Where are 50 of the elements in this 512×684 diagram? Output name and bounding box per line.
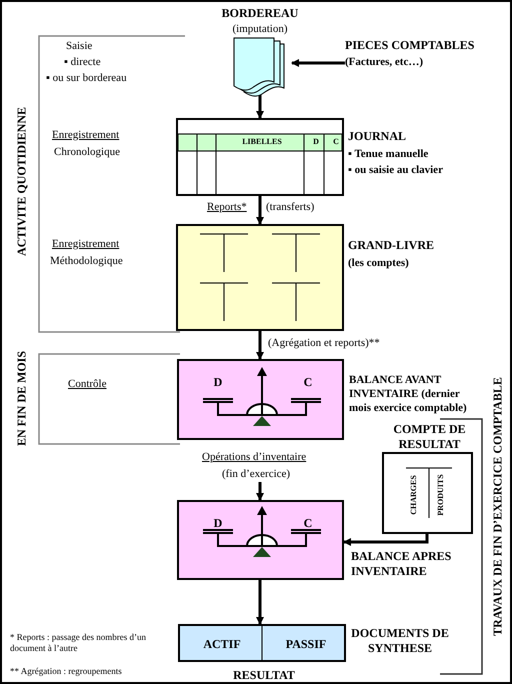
arrow [256, 331, 264, 360]
flow-note: Reports* [207, 201, 248, 215]
node-heading: BALANCE AVANT INVENTAIRE (dernier mois exercice comptable) [349, 374, 468, 416]
node-heading: PIECES COMPTABLES [345, 38, 475, 53]
bullet-text: ▪ Tenue manuelle [348, 148, 430, 162]
node-text: PASSIF [284, 637, 328, 652]
step-label: Chronologique [54, 146, 121, 160]
bullet-text: ▪ ou saisie au clavier [348, 164, 444, 178]
node-heading: (fin d’exercice) [222, 468, 292, 482]
section-label: TRAVAUX DE FIN D’EXERCICE COMPTABLE [490, 376, 506, 638]
arrow [256, 196, 264, 225]
node-heading: (les comptes) [348, 257, 410, 271]
footnote-text: ** Agrégation : regroupements [10, 666, 123, 678]
arrow [256, 580, 264, 625]
node-text: C [302, 516, 314, 531]
node-heading: JOURNAL [348, 129, 408, 144]
node-text: D [212, 375, 224, 390]
node-text: ACTIF [202, 637, 242, 652]
node-heading: GRAND-LIVRE [348, 238, 436, 253]
arrow [291, 59, 345, 67]
node-heading: BALANCE APRES INVENTAIRE [351, 549, 452, 579]
flow-note: (Agrégation et reports)** [268, 337, 381, 351]
column-header: C [332, 137, 340, 147]
node-text: D [212, 516, 224, 531]
flow-note: (transferts) [266, 201, 316, 215]
arrow [256, 482, 264, 501]
step-label: Méthodologique [50, 255, 124, 269]
bullet-text: ▪ directe [64, 56, 102, 70]
node-heading: RESULTAT [232, 668, 296, 683]
node-heading: DOCUMENTS DE SYNTHESE [350, 626, 450, 656]
arrow [343, 534, 428, 546]
arrow [256, 94, 264, 119]
bullet-text: ▪ ou sur bordereau [46, 72, 128, 86]
node-heading: PRODUITS [436, 473, 446, 518]
node-heading: BORDEREAU [220, 6, 300, 21]
section-label: ACTIVITE QUOTIDIENNE [14, 106, 30, 258]
column-header: LIBELLES [241, 137, 283, 147]
step-label: Enregistrement [52, 238, 120, 252]
node-heading: (imputation) [232, 23, 288, 37]
note-text: Saisie [66, 40, 94, 54]
node-heading: Opérations d’inventaire [202, 451, 308, 465]
column-header: D [312, 137, 320, 147]
footnote-text: * Reports : passage des nombres d’un document à l’autre [10, 632, 147, 654]
node-heading: COMPTE DE RESULTAT [392, 422, 467, 452]
step-label: Enregistrement [52, 129, 120, 143]
node-text: CHARGES [409, 474, 419, 517]
node-text: C [302, 375, 314, 390]
step-label: Contrôle [68, 378, 108, 392]
node-heading: (Factures, etc…) [345, 56, 424, 70]
section-label: EN FIN DE MOIS [14, 350, 30, 448]
